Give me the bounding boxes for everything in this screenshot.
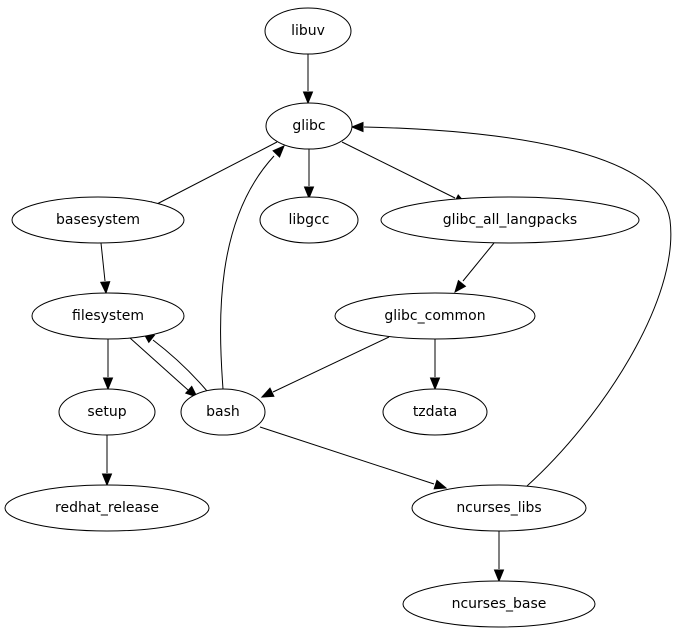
edge-line	[152, 339, 208, 392]
edge-line	[154, 141, 278, 206]
node-ellipse	[31, 292, 185, 340]
edge-libuv-to-glibc	[302, 54, 314, 105]
node-ellipse	[259, 196, 359, 244]
edge-line	[363, 126, 672, 487]
edge-ncurses-libs-to-glibc	[350, 121, 672, 487]
node-label: redhat_release	[55, 500, 159, 516]
edge-line	[462, 242, 495, 282]
arrowhead-icon	[272, 145, 285, 158]
node-ellipse	[411, 484, 587, 532]
edge-setup-to-redhat-release	[101, 435, 113, 487]
edge-filesystem-to-bash	[129, 337, 198, 398]
node-label: libuv	[291, 23, 325, 39]
edge-line	[220, 155, 275, 390]
node-glibc-all-langpacks[interactable]: glibc_all_langpacks	[380, 196, 640, 244]
edge-line	[272, 336, 390, 393]
edge-line	[341, 141, 456, 199]
node-ellipse	[380, 196, 640, 244]
node-tzdata[interactable]: tzdata	[382, 388, 488, 436]
edge-line	[259, 426, 435, 485]
node-bash[interactable]: bash	[180, 388, 266, 436]
node-libuv[interactable]: libuv	[264, 7, 352, 55]
arrowhead-icon	[302, 91, 314, 105]
arrowhead-icon	[99, 281, 111, 295]
arrowhead-icon	[303, 186, 315, 200]
edge-ncurses-libs-to-ncurses-base	[493, 531, 505, 583]
node-redhat-release[interactable]: redhat_release	[4, 484, 210, 532]
edge-bash-to-ncurses-libs	[259, 426, 448, 490]
edge-bash-to-filesystem	[141, 331, 208, 392]
node-setup[interactable]: setup	[58, 388, 156, 436]
arrowhead-icon	[184, 385, 198, 398]
nodes-layer: libuv glibc basesystem libgcc glibc_all_lang…	[4, 7, 640, 628]
edge-bash-to-glibc	[220, 145, 285, 390]
arrowhead-icon	[102, 377, 114, 391]
node-basesystem[interactable]: basesystem	[11, 196, 185, 244]
node-filesystem[interactable]: filesystem	[31, 292, 185, 340]
edge-filesystem-to-setup	[102, 339, 114, 391]
arrowhead-icon	[101, 473, 113, 487]
node-libgcc[interactable]: libgcc	[259, 196, 359, 244]
arrowhead-icon	[493, 569, 505, 583]
arrowhead-icon	[429, 377, 441, 391]
node-ellipse	[180, 388, 266, 436]
edge-glibc-to-libgcc	[303, 149, 315, 200]
node-ellipse	[382, 388, 488, 436]
arrowhead-icon	[433, 479, 448, 490]
node-ellipse	[402, 580, 596, 628]
arrowhead-icon	[260, 387, 275, 398]
node-ellipse	[265, 102, 353, 150]
node-label: libgcc	[289, 212, 330, 228]
node-label: ncurses_libs	[456, 500, 541, 516]
node-label: setup	[87, 404, 126, 420]
edge-glibc-common-to-tzdata	[429, 339, 441, 391]
node-ncurses-base[interactable]: ncurses_base	[402, 580, 596, 628]
node-label: basesystem	[56, 212, 140, 228]
node-label: bash	[206, 404, 240, 420]
edge-glibc-to-glibc-all-langpacks	[341, 141, 468, 205]
node-label: filesystem	[72, 308, 144, 324]
node-ncurses-libs[interactable]: ncurses_libs	[411, 484, 587, 532]
node-glibc-common[interactable]: glibc_common	[334, 292, 536, 340]
node-label: glibc_all_langpacks	[443, 212, 577, 228]
arrowhead-icon	[454, 279, 467, 294]
node-ellipse	[11, 196, 185, 244]
node-ellipse	[264, 7, 352, 55]
node-label: ncurses_base	[452, 596, 547, 612]
edge-glibc-common-to-bash	[260, 336, 390, 398]
node-label: glibc	[292, 118, 325, 134]
node-ellipse	[4, 484, 210, 532]
edge-glibc-all-langpacks-to-glibc-common	[454, 242, 495, 294]
node-glibc[interactable]: glibc	[265, 102, 353, 150]
node-ellipse	[58, 388, 156, 436]
node-label: glibc_common	[384, 308, 485, 324]
edge-line	[129, 337, 189, 391]
edge-basesystem-to-filesystem	[99, 242, 111, 295]
arrowhead-icon	[350, 121, 364, 133]
edge-glibc-to-basesystem	[142, 141, 278, 212]
node-ellipse	[334, 292, 536, 340]
edge-line	[100, 242, 106, 282]
node-label: tzdata	[413, 404, 457, 420]
